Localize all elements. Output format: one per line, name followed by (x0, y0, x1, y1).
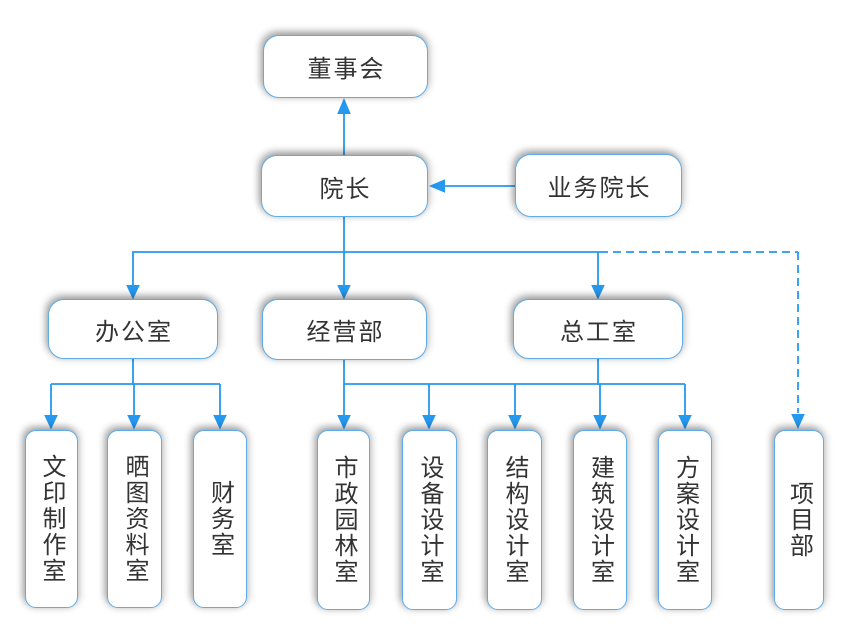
node-board-of-directors: 董事会 (263, 35, 428, 98)
connector-to-scheme-room (678, 384, 692, 430)
connector-design-sub-bus (343, 359, 685, 385)
node-finance-room: 财务室 (193, 430, 247, 608)
connector-to-structure-room (508, 384, 522, 430)
node-project-department: 项目部 (774, 430, 824, 610)
connector-to-architecture-room (593, 384, 607, 430)
node-blueprint-archive-room: 晒图资料室 (107, 430, 162, 608)
connector-to-print-room (44, 384, 58, 430)
node-chief-engineer-office: 总工室 (513, 299, 683, 359)
connector-dean-main-bus (132, 217, 798, 253)
node-business-dean: 业务院长 (515, 154, 682, 217)
connector-to-municipal-room (337, 384, 351, 430)
connector-bus-to-chief (591, 252, 605, 300)
connector-to-equipment-room (422, 384, 436, 430)
node-scheme-design-room: 方案设计室 (658, 430, 712, 610)
connector-office-sub-bus (51, 358, 220, 385)
connector-bus-to-office (126, 252, 140, 300)
node-dean: 院长 (261, 155, 428, 217)
node-municipal-landscape-room: 市政园林室 (317, 430, 370, 610)
node-structural-design-room: 结构设计室 (487, 430, 542, 610)
node-office: 办公室 (48, 299, 218, 359)
node-equipment-design-room: 设备设计室 (402, 430, 457, 610)
connector-dean-to-board (337, 98, 351, 155)
connector-dashed-to-project (791, 252, 805, 429)
connector-to-finance-room (213, 384, 227, 430)
node-print-production-room: 文印制作室 (25, 430, 78, 608)
node-operations-dept: 经营部 (262, 299, 427, 360)
connector-business-dean-to-dean (429, 179, 515, 193)
connector-to-blueprint-room (127, 384, 141, 430)
node-architectural-design-room: 建筑设计室 (573, 430, 627, 610)
connector-bus-to-operations (337, 252, 351, 300)
